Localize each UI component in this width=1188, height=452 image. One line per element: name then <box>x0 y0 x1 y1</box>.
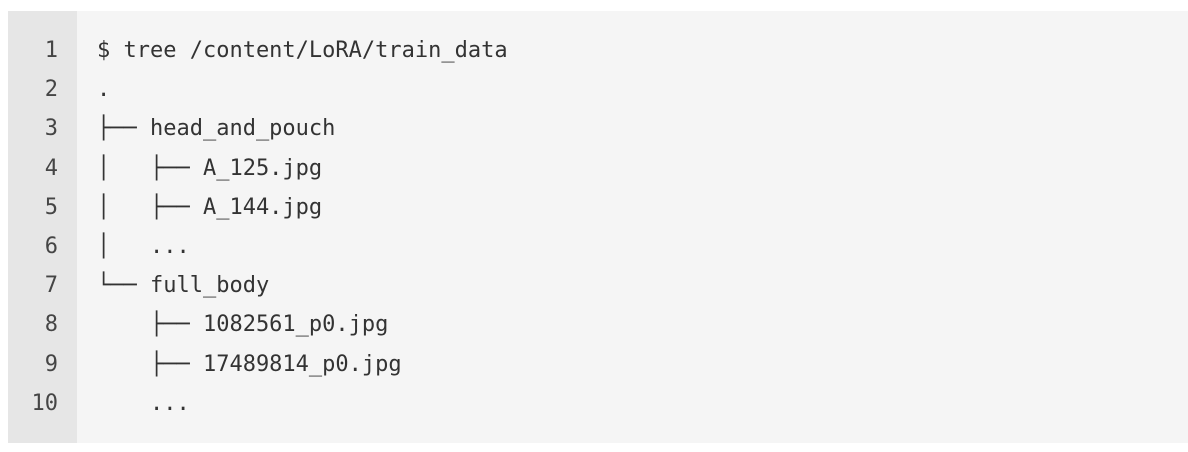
code-line: ├── 1082561_p0.jpg <box>97 312 389 338</box>
line-number: 8 <box>44 312 58 338</box>
line-number: 4 <box>44 155 58 181</box>
code-line: . <box>97 77 111 103</box>
code-line: │ ├── A_125.jpg <box>97 155 323 181</box>
line-number: 7 <box>44 273 58 299</box>
code-line: │ ├── A_144.jpg <box>97 194 323 220</box>
code-line: ├── 17489814_p0.jpg <box>97 351 402 377</box>
line-number: 3 <box>44 116 58 142</box>
line-number: 6 <box>44 233 58 259</box>
line-number: 5 <box>44 194 58 220</box>
code-line: ├── head_and_pouch <box>97 116 336 142</box>
line-number: 2 <box>44 77 58 103</box>
code-block: 1 2 3 4 5 6 7 8 9 10 $ tree /content/LoR… <box>8 11 1188 443</box>
line-number-gutter: 1 2 3 4 5 6 7 8 9 10 <box>8 11 77 443</box>
code-content[interactable]: $ tree /content/LoRA/train_data . ├── he… <box>77 11 1188 443</box>
line-number: 9 <box>44 351 58 377</box>
code-line: $ tree /content/LoRA/train_data <box>97 38 508 63</box>
code-line: │ ... <box>97 233 190 259</box>
line-number: 1 <box>44 38 58 63</box>
code-line: └── full_body <box>97 273 270 299</box>
code-line: ... <box>97 390 190 416</box>
line-number: 10 <box>31 390 59 416</box>
